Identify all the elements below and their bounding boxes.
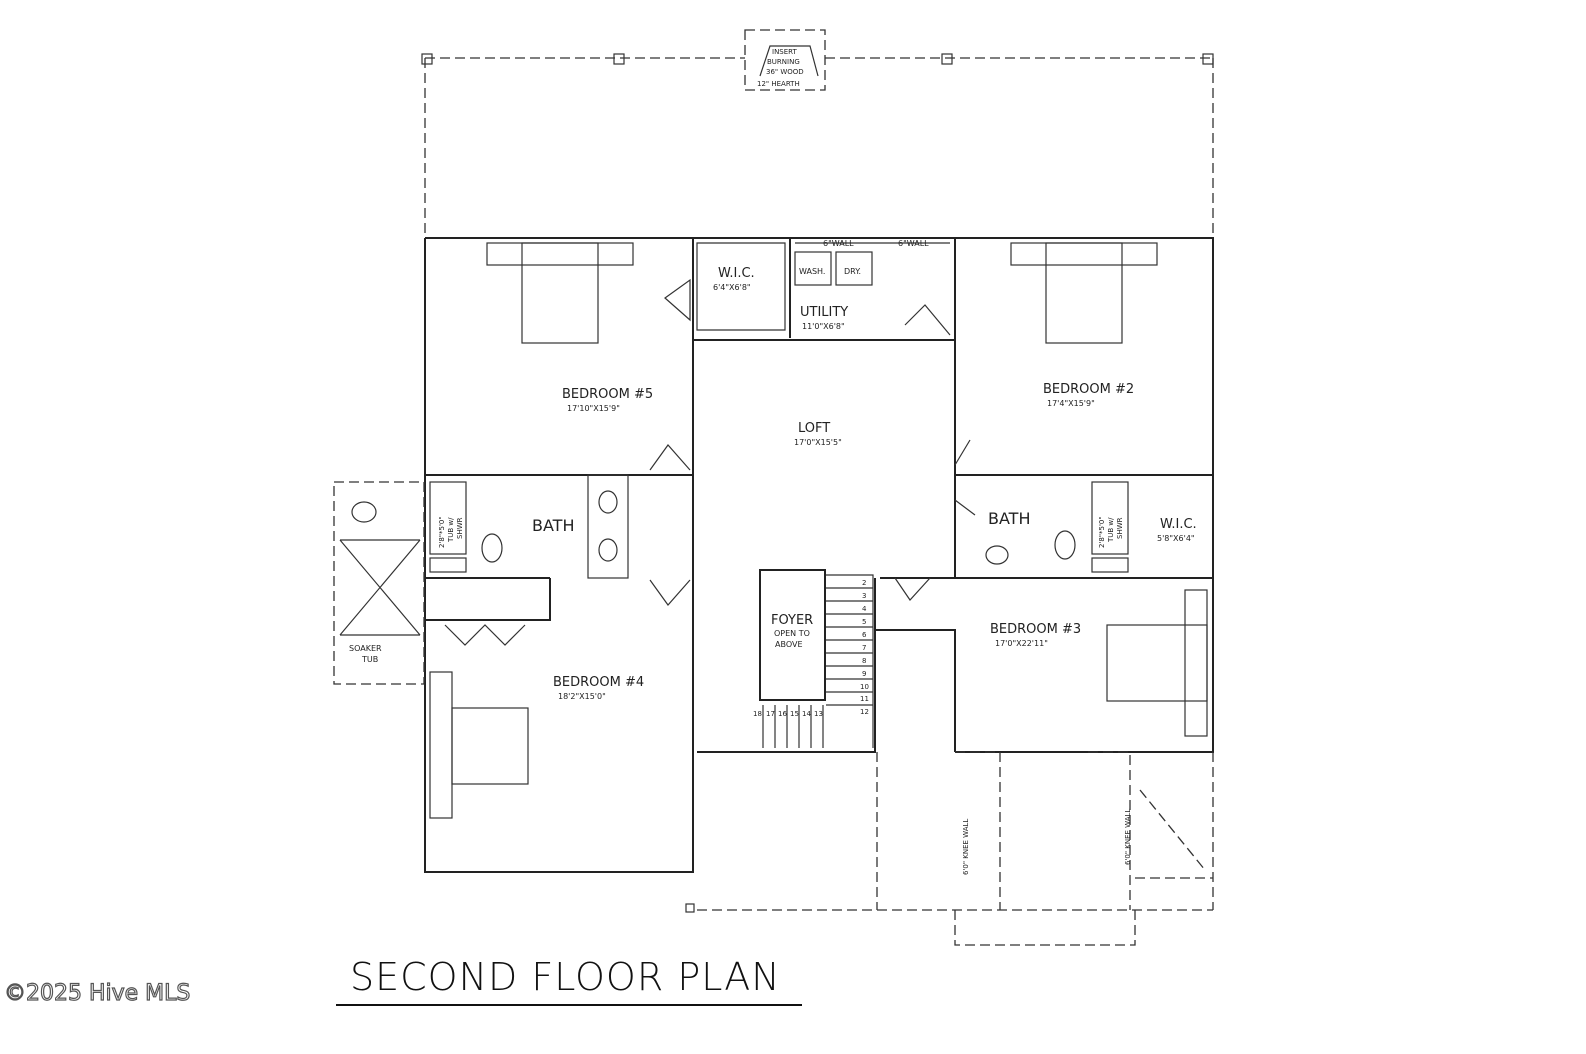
bedroom4-name: BEDROOM #4	[553, 675, 644, 690]
wic1-name: W.I.C.	[718, 266, 755, 281]
svg-text:TUB w/: TUB w/	[447, 517, 455, 543]
bedroom5-size: 17'10"X15'9"	[567, 404, 620, 413]
loft-name: LOFT	[798, 421, 830, 436]
loft-size: 17'0"X15'5"	[794, 438, 842, 447]
svg-text:SHWR: SHWR	[1116, 517, 1124, 539]
svg-text:10: 10	[860, 683, 869, 691]
foyer-name: FOYER	[771, 613, 813, 628]
svg-text:6: 6	[862, 631, 867, 639]
bedroom4-size: 18'2"X15'0"	[558, 692, 606, 701]
svg-text:18: 18	[753, 710, 762, 718]
svg-text:2'8"*5'0": 2'8"*5'0"	[438, 516, 446, 548]
walls	[333, 237, 1214, 946]
svg-text:17: 17	[766, 710, 775, 718]
bath1-name: BATH	[532, 516, 574, 535]
wall-note: 6"WALL	[823, 239, 854, 248]
svg-text:5: 5	[862, 618, 866, 626]
svg-text:11: 11	[860, 695, 869, 703]
plan-title: SECOND FLOOR PLAN	[350, 955, 781, 999]
bedroom2-size: 17'4"X15'9"	[1047, 399, 1095, 408]
wic2-size: 5'8"X6'4"	[1157, 534, 1195, 543]
svg-text:6'0" KNEE WALL: 6'0" KNEE WALL	[962, 819, 970, 875]
stair-numbers: 2 3 4 5 6 7 8 9 10 11 12 18 17 16 15 14 …	[753, 579, 869, 718]
wall-note: 6"WALL	[898, 239, 929, 248]
svg-text:12: 12	[860, 708, 869, 716]
svg-text:SHWR: SHWR	[456, 517, 464, 539]
covered-porch	[421, 53, 1214, 238]
bedroom5-name: BEDROOM #5	[562, 387, 653, 402]
wic2-name: W.I.C.	[1160, 517, 1197, 532]
washer-label: WASH.	[799, 267, 825, 276]
svg-text:9: 9	[862, 670, 866, 678]
svg-text:16: 16	[778, 710, 787, 718]
svg-text:15: 15	[790, 710, 799, 718]
watermark: ©2025 Hive MLS	[3, 980, 191, 1006]
svg-text:INSERT: INSERT	[772, 48, 798, 56]
svg-text:14: 14	[802, 710, 811, 718]
svg-text:3: 3	[862, 592, 866, 600]
svg-text:TUB w/: TUB w/	[1107, 517, 1115, 543]
foyer-line2: OPEN TO	[774, 629, 810, 638]
svg-text:12" HEARTH: 12" HEARTH	[757, 80, 800, 88]
dryer-label: DRY.	[844, 267, 861, 276]
svg-text:4: 4	[862, 605, 867, 613]
bedroom3-name: BEDROOM #3	[990, 622, 1081, 637]
svg-text:2: 2	[862, 579, 866, 587]
utility-size: 11'0"X6'8"	[802, 322, 845, 331]
svg-text:BURNING: BURNING	[767, 58, 800, 66]
utility-name: UTILITY	[800, 305, 848, 320]
svg-text:7: 7	[862, 644, 866, 652]
wic1-size: 6'4"X6'8"	[713, 283, 751, 292]
svg-text:2'8"*5'0": 2'8"*5'0"	[1098, 516, 1106, 548]
title-underline	[336, 1004, 802, 1006]
bath2-name: BATH	[988, 509, 1030, 528]
foyer-line3: ABOVE	[775, 640, 803, 649]
room-labels: BEDROOM #5 17'10"X15'9" W.I.C. 6'4"X6'8"…	[349, 239, 1197, 875]
bedroom2-name: BEDROOM #2	[1043, 382, 1134, 397]
svg-text:8: 8	[862, 657, 866, 665]
bedroom3-size: 17'0"X22'11"	[995, 639, 1048, 648]
soaker-line2: TUB	[361, 655, 378, 664]
svg-text:6'0" KNEE WALL: 6'0" KNEE WALL	[1124, 809, 1132, 865]
svg-text:13: 13	[814, 710, 823, 718]
soaker-line1: SOAKER	[349, 644, 382, 653]
svg-text:36" WOOD: 36" WOOD	[766, 68, 804, 76]
fireplace: INSERT BURNING 36" WOOD 12" HEARTH	[744, 29, 826, 91]
